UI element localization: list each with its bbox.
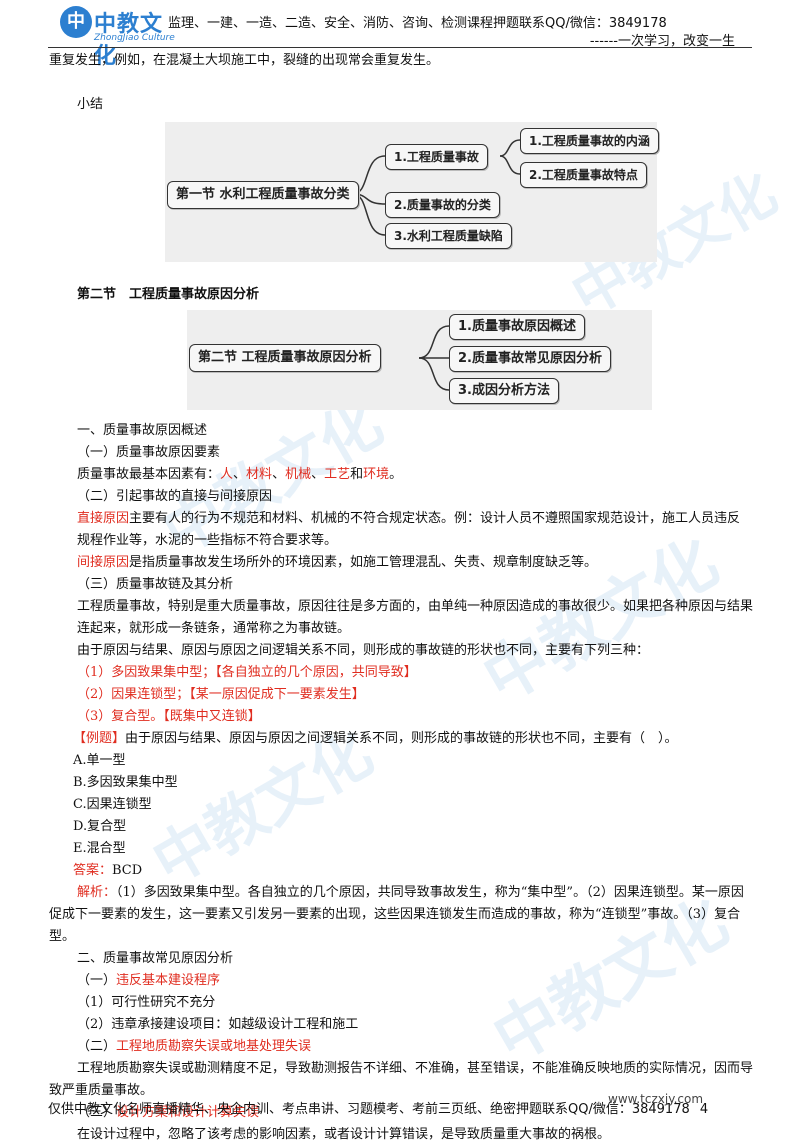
mindmap-connectors (418, 325, 450, 391)
heading-1-2: （二）引起事故的直接与间接原因 (77, 489, 273, 504)
analysis-label: 解析： (77, 885, 117, 900)
direct-cause-text: 主要有人的行为不规范和材料、机械的不符合规定状态。例：设计人员不遵照国家规范设计… (77, 511, 741, 548)
paragraph-2-3: 在设计过程中，忽略了该考虑的影响因素，或者设计计算错误，是导致质量重大事故的祸根… (77, 1127, 611, 1142)
heading-2-2-title: 工程地质勘察失误或地基处理失误 (116, 1039, 312, 1054)
header-slogan: ------一次学习，改变一生 (589, 34, 735, 49)
mindmap-node: 3.水利工程质量缺陷 (385, 223, 512, 249)
summary-label: 小结 (77, 97, 104, 112)
option-a: A.单一型 (73, 753, 126, 768)
heading-2-3: （三）设计方案和设计计算失误 (77, 1102, 753, 1124)
heading-2: 二、质量事故常见原因分析 (77, 951, 234, 966)
heading-2-2: （二）工程地质勘察失误或地基处理失误 (77, 1036, 753, 1058)
example-question: 【例题】由于原因与结果、原因与原因之间逻辑关系不同，则形成的事故链的形状也不同，… (73, 728, 753, 750)
heading-2-1-title: 违反基本建设程序 (116, 973, 221, 988)
separator: 、 (272, 467, 286, 482)
heading-1: 一、质量事故原因概述 (77, 423, 208, 438)
answer: 答案：BCD (73, 860, 753, 882)
option-b: B.多因致果集中型 (73, 775, 178, 790)
factor-gongyi: 工艺 (324, 467, 351, 482)
option-e: E.混合型 (73, 841, 126, 856)
chain-type-1: （1）多因致果集中型；【各自独立的几个原因，共同导致】 (77, 665, 417, 680)
mindmap-node: 2.质量事故的分类 (385, 192, 500, 218)
header-divider (48, 47, 752, 48)
direct-cause-term: 直接原因 (77, 511, 130, 526)
mindmap-section2: 第二节 工程质量事故原因分析 1.质量事故原因概述 2.质量事故常见原因分析 3… (187, 310, 652, 410)
heading-prefix: （一） (77, 973, 117, 988)
chain-type-3: （3）复合型。【既集中又连锁】 (77, 709, 261, 724)
chain-paragraph-1: 工程质量事故，特别是重大质量事故，原因往往是多方面的，由单纯一种原因造成的事故很… (77, 599, 754, 636)
factors-paragraph: 质量事故最基本因素有：人、材料、机械、工艺和环境。 (77, 464, 753, 486)
conjunction: 和 (350, 467, 364, 482)
heading-2-3-title: 设计方案和设计计算失误 (116, 1105, 260, 1120)
answer-label: 答案： (73, 863, 113, 878)
mindmap-root: 第一节 水利工程质量事故分类 (167, 181, 359, 209)
page-number: 4 (699, 1102, 709, 1117)
example-tag: 【例题】 (73, 731, 126, 746)
mindmap-node: 3.成因分析方法 (449, 378, 559, 404)
direct-cause-paragraph: 直接原因主要有人的行为不规范和材料、机械的不符合规定状态。例：设计人员不遵照国家… (77, 508, 753, 552)
factors-prefix: 质量事故最基本因素有： (77, 467, 221, 482)
intro-paragraph: 重复发生，例如，在混凝土大坝施工中，裂缝的出现常会重复发生。 (49, 53, 440, 68)
logo-icon: 中 (60, 6, 92, 38)
logo-text: 中教文化 (94, 12, 164, 69)
period: 。 (389, 467, 403, 482)
logo-subtext: ZhongJiao Culture (94, 33, 175, 43)
example-text: 由于原因与结果、原因与原因之间逻辑关系不同，则形成的事故链的形状也不同，主要有（… (125, 731, 678, 746)
chain-type-2: （2）因果连锁型；【某一原因促成下一要素发生】 (77, 687, 365, 702)
mindmap-node: 1.工程质量事故 (385, 144, 488, 170)
separator: 、 (233, 467, 247, 482)
footer-site: www.tczxjy.com (608, 1092, 704, 1106)
heading-prefix: （二） (77, 1039, 117, 1054)
option-d: D.复合型 (73, 819, 127, 834)
heading-1-3: （三）质量事故链及其分析 (77, 577, 234, 592)
chain-paragraph-2: 由于原因与结果、原因与原因之间逻辑关系不同，则形成的事故链的形状也不同，主要有下… (77, 643, 650, 658)
section-heading: 第二节 工程质量事故原因分析 (77, 287, 260, 302)
document-body: 重复发生，例如，在混凝土大坝施工中，裂缝的出现常会重复发生。 小结 第一节 水利… (49, 50, 754, 1146)
page-header: 中 中教文化 ZhongJiao Culture 监理、一建、一造、二造、安全、… (0, 0, 800, 69)
indirect-cause-text: 是指质量事故发生场所外的环境因素，如施工管理混乱、失责、规章制度缺乏等。 (129, 555, 598, 570)
mindmap-node: 1.工程质量事故的内涵 (520, 128, 659, 154)
paragraph-2-2: 工程地质勘察失误或勘测精度不足，导致勘测报告不详细、不准确，甚至错误，不能准确反… (49, 1061, 754, 1098)
header-contact: 监理、一建、一造、二造、安全、消防、咨询、检测课程押题联系QQ/微信：38491… (168, 16, 667, 31)
item-2-1-a: （1）可行性研究不充分 (77, 995, 216, 1010)
mindmap-section1: 第一节 水利工程质量事故分类 1.工程质量事故 1.工程质量事故的内涵 2.工程… (165, 122, 659, 262)
mindmap-root: 第二节 工程质量事故原因分析 (189, 344, 381, 372)
heading-1-1: （一）质量事故原因要素 (77, 445, 221, 460)
analysis-text: （1）多因致果集中型。各自独立的几个原因，共同导致事故发生，称为“集中型”。（2… (49, 885, 744, 944)
analysis: 解析：（1）多因致果集中型。各自独立的几个原因，共同导致事故发生，称为“集中型”… (49, 882, 753, 948)
indirect-cause-paragraph: 间接原因是指质量事故发生场所外的环境因素，如施工管理混乱、失责、规章制度缺乏等。 (77, 552, 753, 574)
item-2-1-b: （2）违章承接建设项目：如越级设计工程和施工 (77, 1017, 359, 1032)
logo: 中 中教文化 ZhongJiao Culture (60, 6, 175, 69)
mindmap-node: 1.质量事故原因概述 (449, 314, 585, 340)
mindmap-node: 2.质量事故常见原因分析 (449, 346, 611, 372)
option-c: C.因果连锁型 (73, 797, 152, 812)
factor-huanjing: 环境 (363, 467, 390, 482)
indirect-cause-term: 间接原因 (77, 555, 130, 570)
page-footer: 仅供中教文化名师直播精华、央企内训、考点串讲、习题模考、考前三页纸、绝密押题联系… (48, 1092, 768, 1117)
factor-ren: 人 (220, 467, 234, 482)
heading-2-1: （一）违反基本建设程序 (77, 970, 753, 992)
footer-text: 仅供中教文化名师直播精华、央企内训、考点串讲、习题模考、考前三页纸、绝密押题联系… (48, 1102, 690, 1117)
answer-value: BCD (112, 863, 143, 878)
heading-prefix: （三） (77, 1105, 117, 1120)
factor-cailiao: 材料 (246, 467, 273, 482)
factor-jixie: 机械 (285, 467, 312, 482)
separator: 、 (311, 467, 325, 482)
mindmap-node: 2.工程质量事故特点 (520, 162, 647, 188)
